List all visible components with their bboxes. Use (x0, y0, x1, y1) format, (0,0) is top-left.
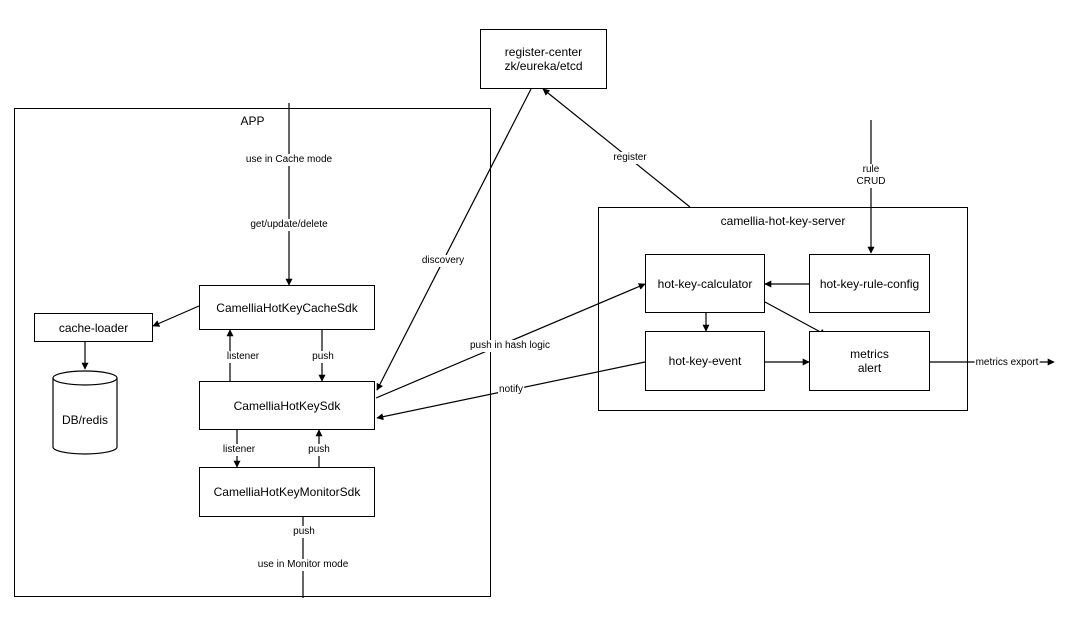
cache-sdk-node: CamelliaHotKeyCacheSdk (199, 285, 375, 330)
app-group: APP (14, 108, 491, 597)
hot-key-rule-config-node: hot-key-rule-config (809, 254, 930, 313)
hot-key-event-node: hot-key-event (645, 331, 765, 391)
db-redis-cylinder (52, 370, 118, 455)
register-center-node: register-center zk/eureka/etcd (480, 29, 607, 89)
edge-label-register: register (612, 152, 648, 164)
edge-calculator-to-metrics (764, 301, 827, 336)
metrics-alert-node: metrics alert (809, 331, 930, 391)
edge-label-get-update-delete: get/update/delete (249, 219, 329, 231)
edge-label-metrics-export: metrics export (974, 357, 1040, 369)
edge-label-listener-up: listener (225, 351, 261, 363)
edge-label-push-up: push (307, 444, 331, 456)
server-group: camellia-hot-key-server (598, 207, 968, 411)
edge-label-rule-crud: rule CRUD (855, 164, 887, 188)
edge-label-use-monitor-mode: use in Monitor mode (256, 559, 350, 571)
db-redis-label: DB/redis (61, 413, 109, 427)
edge-label-discovery: discovery (420, 255, 466, 267)
edge-label-push-monitor: push (292, 526, 316, 538)
edge-label-push-hash-logic: push in hash logic (468, 340, 552, 352)
edge-label-push-down: push (311, 351, 335, 363)
edge-label-notify: notify (498, 384, 524, 396)
app-group-title: APP (240, 114, 265, 128)
hot-key-calculator-node: hot-key-calculator (645, 254, 765, 313)
cache-loader-node: cache-loader (34, 313, 153, 342)
hotkey-sdk-node: CamelliaHotKeySdk (199, 381, 375, 430)
edge-sdk-to-cache-loader (152, 305, 200, 327)
edge-register (542, 88, 691, 208)
edge-label-use-cache-mode: use in Cache mode (244, 154, 334, 166)
edge-discovery (376, 88, 532, 391)
server-group-title: camellia-hot-key-server (720, 214, 846, 228)
monitor-sdk-node: CamelliaHotKeyMonitorSdk (199, 467, 375, 517)
edge-label-listener-down: listener (221, 444, 257, 456)
